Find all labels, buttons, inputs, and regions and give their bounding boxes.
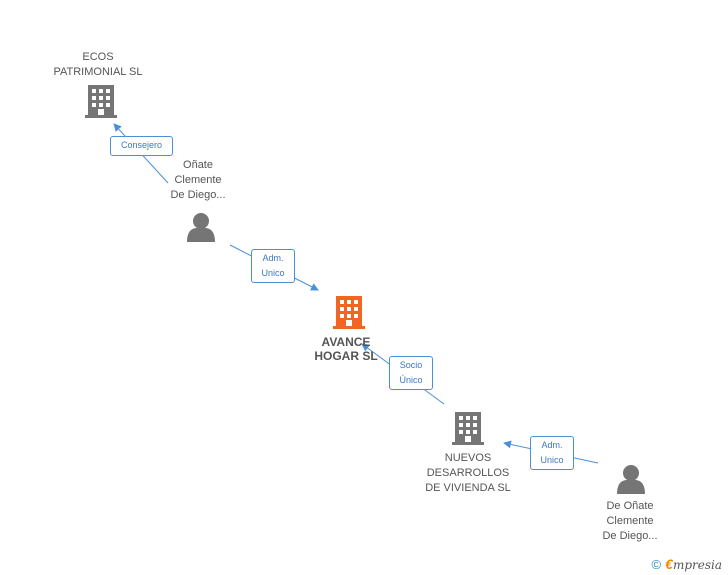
node-label-nuevos[interactable]: NUEVOS DESARROLLOS DE VIVIENDA SL	[408, 451, 528, 496]
edge-label-line: Consejero	[120, 140, 163, 150]
node-label-avance[interactable]: AVANCE HOGAR SL	[296, 335, 396, 363]
footer-watermark: ©€mpresia	[652, 556, 722, 572]
edge-label-line: Adm.	[541, 440, 563, 450]
node-label-line: AVANCE	[321, 335, 371, 349]
edge-label-line: Socio	[399, 360, 423, 370]
node-label-line: NUEVOS	[444, 452, 492, 464]
edge-label-line: Unico	[261, 268, 285, 278]
edge-label-line: Unico	[540, 455, 564, 465]
edge-label-consejero[interactable]: Consejero	[110, 136, 173, 156]
node-label-line: ECOS	[82, 51, 114, 63]
edge-label-line: Único	[399, 375, 423, 385]
node-label-ecos[interactable]: ECOS PATRIMONIAL SL	[38, 50, 158, 80]
node-label-onate[interactable]: Oñate Clemente De Diego...	[150, 158, 246, 203]
person-icon[interactable]	[617, 465, 645, 494]
node-label-line: De Oñate	[606, 500, 654, 512]
node-label-line: Oñate	[183, 159, 213, 171]
node-label-deonate[interactable]: De Oñate Clemente De Diego...	[582, 499, 678, 544]
node-label-line: De Diego...	[602, 530, 658, 542]
edge-label-adm-unico-2[interactable]: Adm. Unico	[530, 436, 574, 470]
empresia-logo-text: mpresia	[672, 558, 722, 572]
person-icon[interactable]	[187, 213, 215, 242]
copyright-symbol: ©	[651, 557, 662, 572]
node-label-line: DESARROLLOS	[426, 467, 510, 479]
node-label-line: De Diego...	[170, 189, 226, 201]
node-label-line: Clemente	[606, 515, 654, 527]
edge-label-socio-unico[interactable]: Socio Único	[389, 356, 433, 390]
node-label-line: HOGAR SL	[314, 349, 378, 363]
building-icon[interactable]	[333, 296, 365, 329]
building-icon[interactable]	[452, 412, 484, 445]
node-label-line: Clemente	[174, 174, 222, 186]
building-icon[interactable]	[85, 85, 117, 118]
empresia-logo-initial: €	[665, 556, 673, 572]
edge-label-adm-unico[interactable]: Adm. Unico	[251, 249, 295, 283]
edge-label-line: Adm.	[262, 253, 284, 263]
node-label-line: DE VIVIENDA SL	[425, 482, 511, 494]
node-label-line: PATRIMONIAL SL	[53, 66, 143, 78]
